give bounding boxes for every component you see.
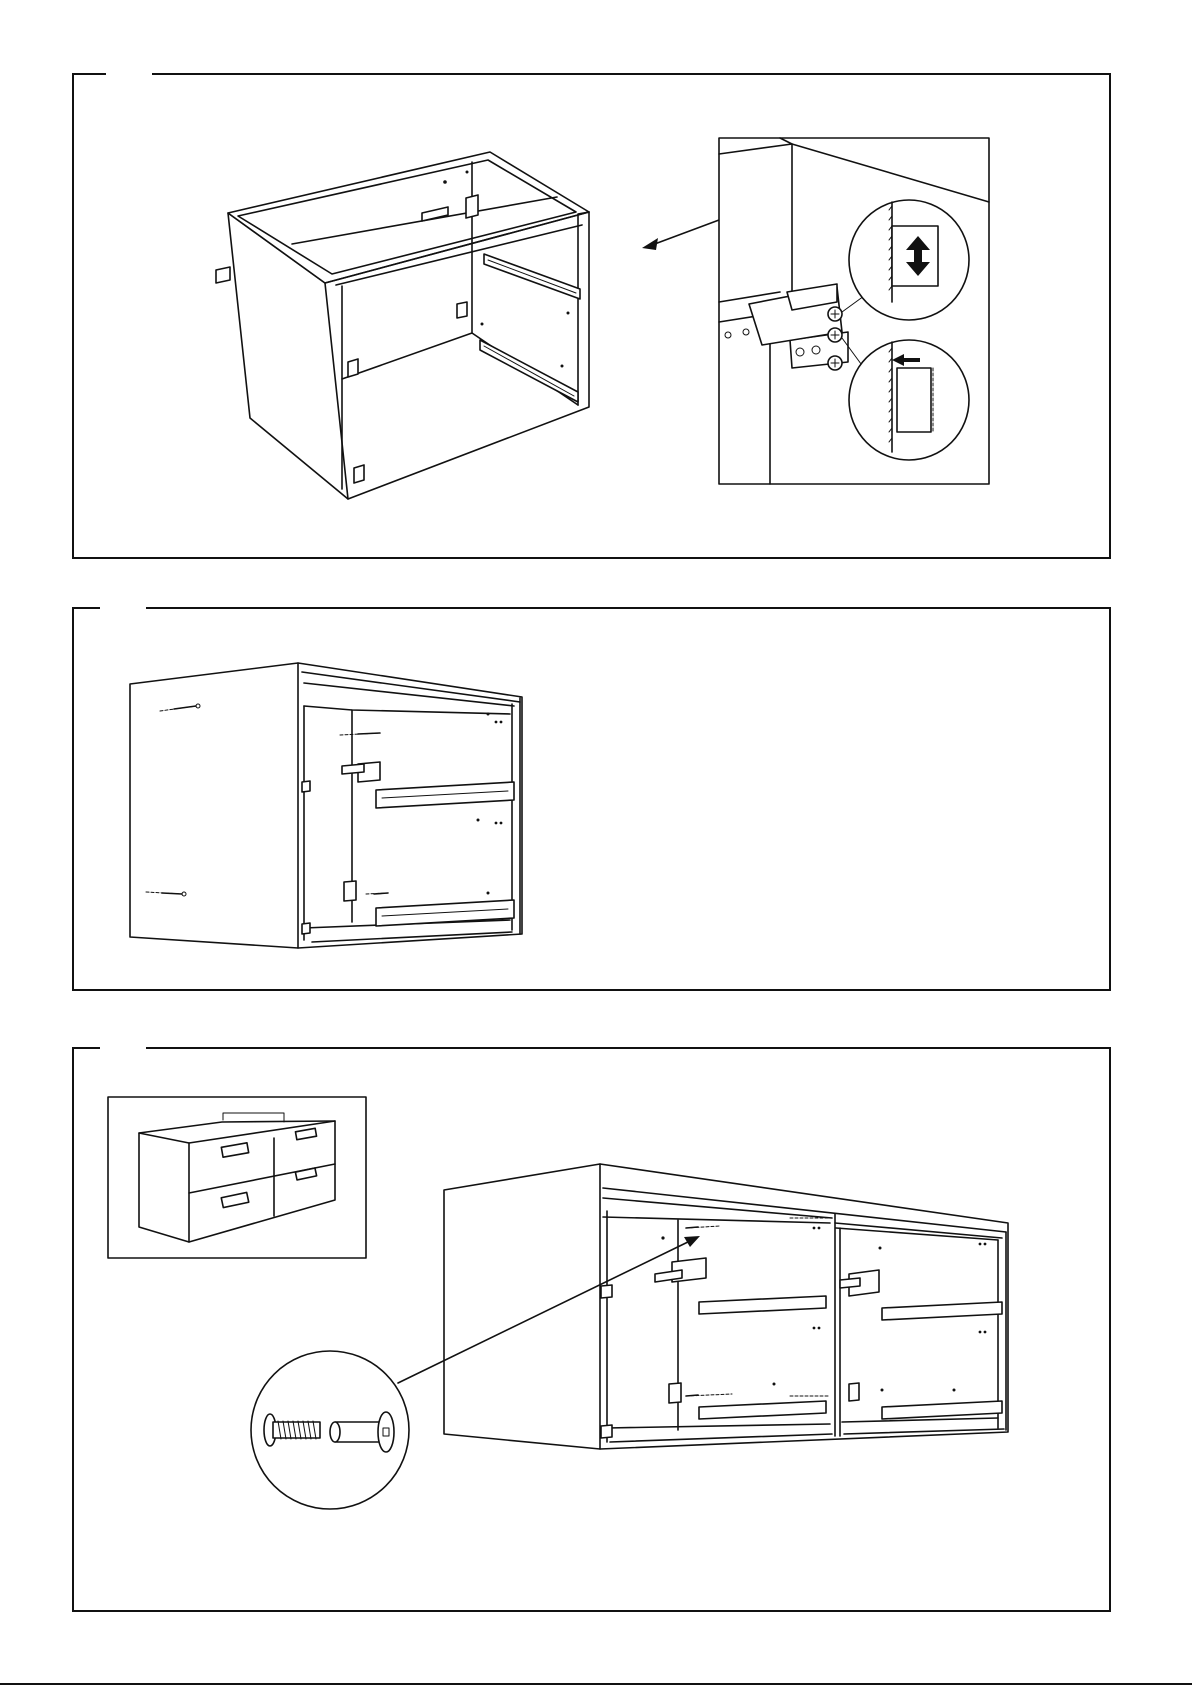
step-2-illustration — [74, 609, 1109, 989]
step-3-illustration — [74, 1049, 1109, 1610]
cabinet-side-view — [130, 663, 522, 948]
detail-callout-arrow — [642, 220, 719, 250]
step-2-number-tab — [100, 606, 146, 612]
step-1-illustration — [74, 75, 1109, 557]
finished-unit-thumbnail — [108, 1097, 366, 1258]
step-2-panel — [72, 607, 1111, 991]
step-1-panel — [72, 73, 1111, 559]
step-3-number-tab — [100, 1046, 146, 1052]
depth-adjustment-icon — [849, 340, 969, 460]
connector-bolt-detail — [251, 1351, 409, 1509]
vertical-adjustment-icon — [849, 200, 969, 320]
double-cabinet-joined — [444, 1164, 1008, 1449]
step-1-number-tab — [106, 72, 152, 78]
step-3-panel — [72, 1047, 1111, 1612]
cabinet-carcass — [216, 152, 589, 499]
